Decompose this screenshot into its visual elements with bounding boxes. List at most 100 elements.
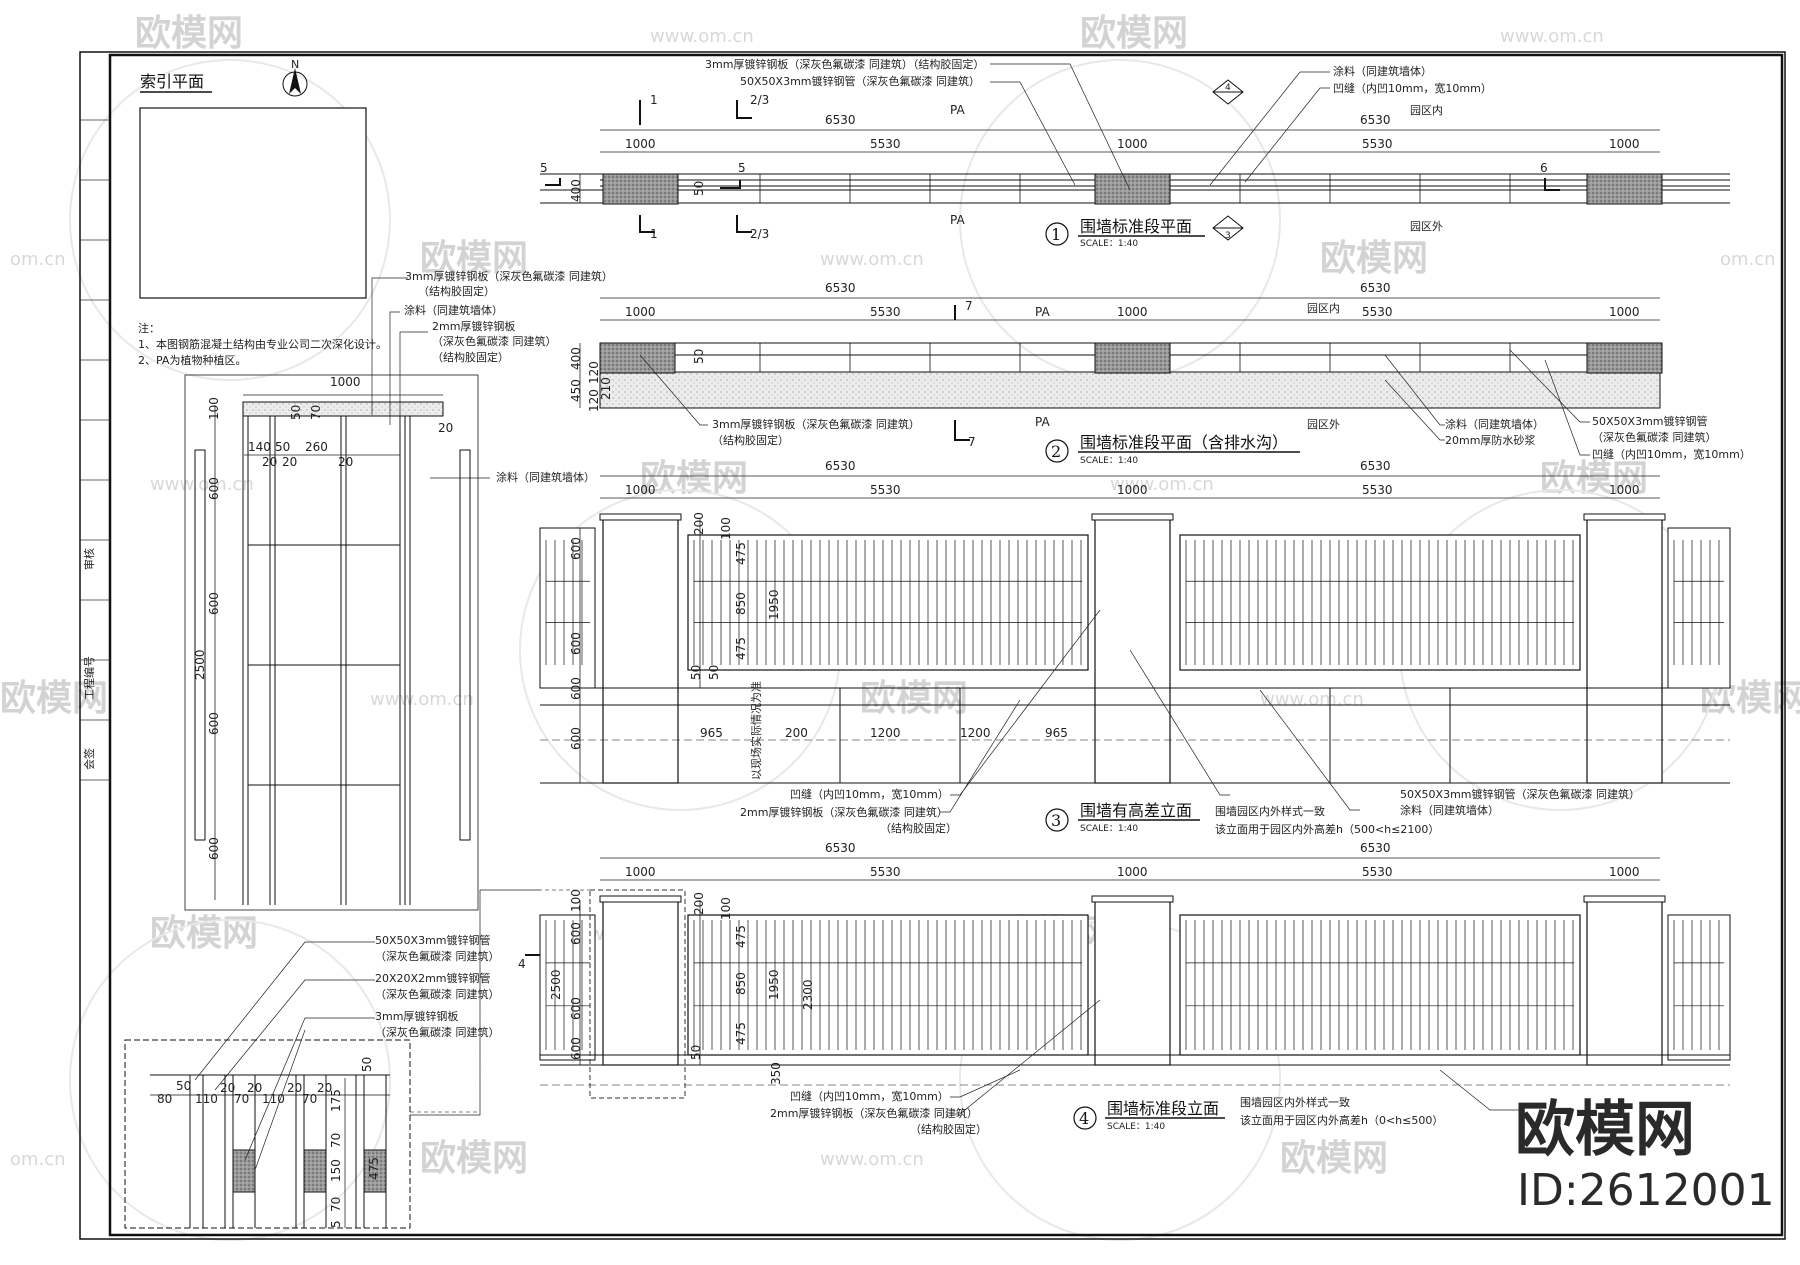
- dim: 600: [569, 1037, 583, 1060]
- dim: 600: [569, 677, 583, 700]
- detail-label: 涂料（同建筑墙体）: [404, 303, 503, 317]
- north-arrow-icon: [282, 68, 308, 97]
- detail-label: 50X50X3mm镀锌钢管: [375, 933, 491, 947]
- section-mark: 7: [965, 299, 973, 313]
- plan-label: 3mm厚镀锌钢板（深灰色氟碳漆 同建筑）（结构胶固定）: [705, 57, 984, 71]
- elev-label: 50X50X3mm镀锌钢管（深灰色氟碳漆 同建筑）: [1400, 787, 1640, 801]
- brand-watermark: 欧模网: [1515, 1095, 1695, 1165]
- index-plan-box: [139, 107, 367, 299]
- dim: 5530: [1362, 483, 1393, 497]
- vertical-note: 以现场实际情况为准: [749, 681, 763, 780]
- dim: 850: [734, 972, 748, 995]
- section-mark: 2/3: [750, 227, 769, 241]
- watermark-url: om.cn: [1720, 249, 1776, 270]
- dim: 100: [207, 397, 221, 420]
- view-number-circle: [1045, 808, 1069, 832]
- section-mark: 6: [1540, 161, 1548, 175]
- plan-label: （结构胶固定）: [712, 433, 789, 447]
- zone-label: 园区外: [1410, 220, 1443, 233]
- dim: 600: [207, 712, 221, 735]
- dim: 50: [176, 1079, 191, 1093]
- leader-lines: [990, 63, 1330, 191]
- dim: 600: [207, 837, 221, 860]
- section-mark: 1: [650, 93, 658, 107]
- dim: 50: [360, 1057, 374, 1072]
- dim: 850: [734, 592, 748, 615]
- dim: 50: [692, 181, 706, 196]
- watermark-url: www.om.cn: [820, 249, 924, 270]
- view-title: 围墙标准段平面: [1080, 217, 1192, 236]
- dim: 600: [569, 922, 583, 945]
- dim: 20: [338, 455, 353, 469]
- view-title: 围墙标准段立面: [1107, 1099, 1219, 1118]
- dim: 100: [569, 889, 583, 912]
- dim: 1000: [330, 375, 361, 389]
- dim: 20: [220, 1081, 235, 1095]
- view-scale: SCALE：1:40: [1080, 239, 1138, 249]
- watermark-brand: 欧模网: [640, 458, 748, 499]
- dim: 70: [309, 405, 323, 420]
- section-mark: 1: [650, 227, 658, 241]
- dim: 450: [569, 379, 583, 402]
- dim: 1000: [1609, 483, 1640, 497]
- note-line: 2、PA为植物种植区。: [138, 353, 246, 367]
- watermark-brand: 欧模网: [135, 13, 243, 54]
- view-scale: SCALE：1:40: [1080, 456, 1138, 466]
- elev-label: （结构胶固定）: [880, 821, 957, 835]
- inner-frame: [108, 53, 1784, 1237]
- dim: 6530: [825, 841, 856, 855]
- dim: 475: [734, 1022, 748, 1045]
- dim: 50: [707, 665, 721, 680]
- watermark-brand: 欧模网: [420, 1138, 528, 1179]
- zone-label: 园区内: [1307, 301, 1340, 315]
- dim: 5: [329, 1220, 343, 1228]
- dim: 50: [289, 405, 303, 420]
- dim: 200: [785, 726, 808, 740]
- plan-label: 凹缝（内凹10mm，宽10mm）: [1333, 81, 1492, 95]
- view-number: 2: [1051, 442, 1061, 461]
- dim: 5530: [1362, 305, 1393, 319]
- dim: 5530: [1362, 865, 1393, 879]
- watermark-brand: 欧模网: [860, 678, 968, 719]
- plan-label: 20mm厚防水砂浆: [1445, 433, 1535, 447]
- note-line: 1、本图钢筋混凝土结构由专业公司二次深化设计。: [138, 337, 387, 351]
- dim: 50: [692, 349, 706, 364]
- watermark-id: ID:2612001: [1517, 1165, 1775, 1216]
- dim: 150: [329, 1159, 343, 1182]
- leader-lines: [639, 349, 1590, 456]
- elev-note: 围墙园区内外样式一致: [1240, 1095, 1350, 1109]
- view-number-circle: [1045, 439, 1069, 463]
- dim: 5530: [1362, 137, 1393, 151]
- dim: 20: [262, 455, 277, 469]
- view-tag-icon: [1212, 79, 1244, 241]
- title-block-text: 工程编号: [82, 656, 96, 700]
- plan-area-label: PA: [1035, 305, 1050, 319]
- detail-label: （深灰色氟碳漆 同建筑）: [375, 949, 500, 963]
- dim: 6530: [825, 281, 856, 295]
- dim: 120: [587, 361, 601, 384]
- outer-frame: [79, 51, 1786, 1240]
- detail-label: 2mm厚镀锌钢板: [432, 319, 515, 333]
- view-number: 1: [1051, 225, 1061, 244]
- watermark-brand: 欧模网: [1280, 1138, 1388, 1179]
- index-plan-title: 索引平面: [140, 72, 204, 91]
- dim: 600: [569, 632, 583, 655]
- elev-label: 2mm厚镀锌钢板（深灰色氟碳漆 同建筑）: [770, 1106, 978, 1120]
- view-scale: SCALE：1:40: [1080, 824, 1138, 834]
- dim: 20: [317, 1081, 332, 1095]
- dim: 120: [587, 389, 601, 412]
- dim: 70: [234, 1092, 249, 1106]
- elevation-4: [525, 857, 1731, 1099]
- dim: 1000: [1117, 483, 1148, 497]
- dim: 200: [692, 512, 706, 535]
- dim: 965: [700, 726, 723, 740]
- dim: 20: [247, 1081, 262, 1095]
- detail-label: （深灰色氟碳漆 同建筑）: [375, 987, 500, 1001]
- dim: 50: [689, 1045, 703, 1060]
- dim: 100: [719, 517, 733, 540]
- detail-label: （结构胶固定）: [432, 350, 509, 364]
- dim: 1200: [960, 726, 991, 740]
- detail-label: （深灰色氟碳漆 同建筑）: [375, 1025, 500, 1039]
- plan-2: [579, 297, 1663, 441]
- watermark-brand: 欧模网: [1080, 13, 1188, 54]
